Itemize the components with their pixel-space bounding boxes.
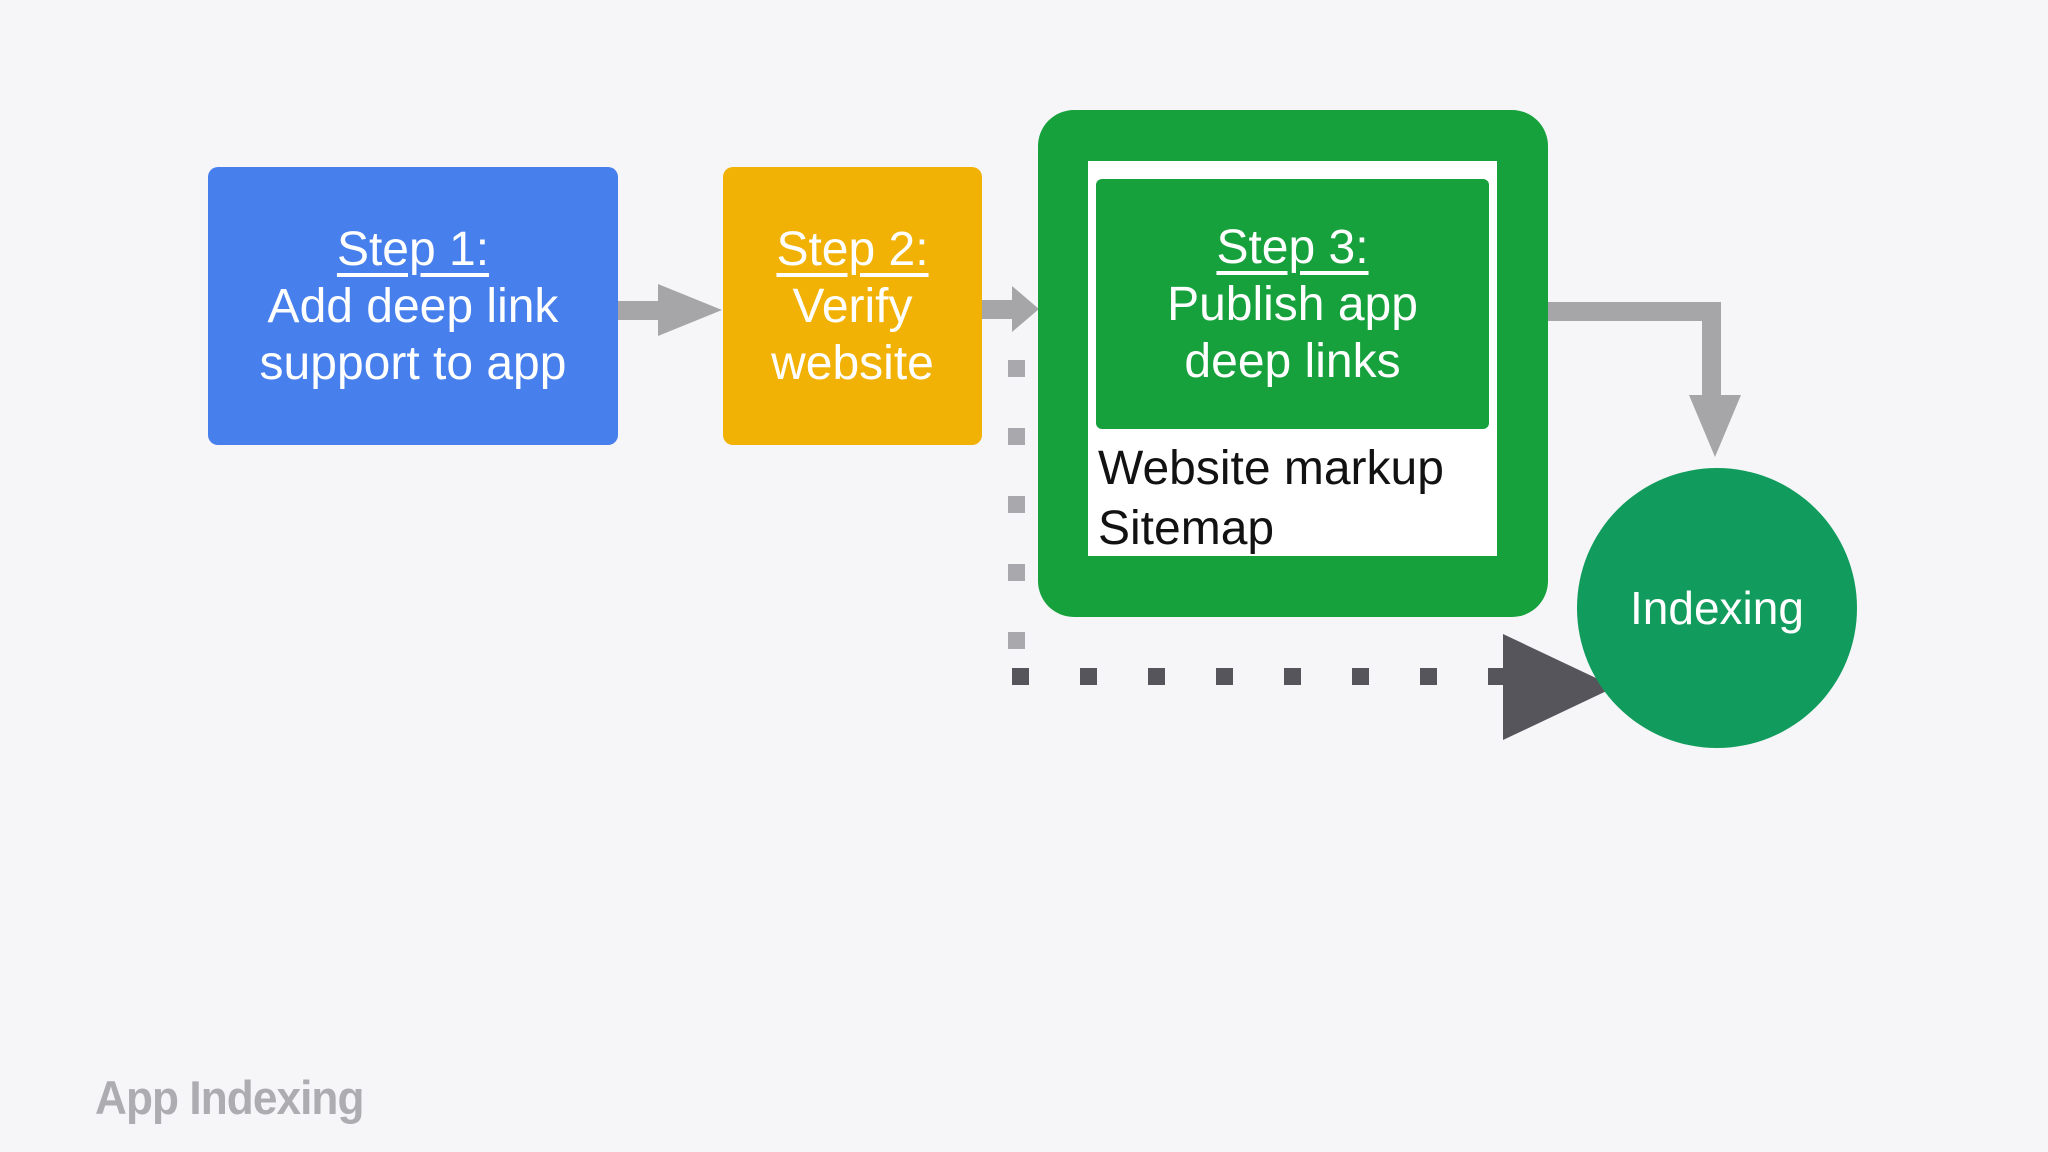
step3-title: Step 3: bbox=[1216, 220, 1369, 274]
arrow-step1-step2-shaft bbox=[618, 301, 660, 320]
step3-title-block: Step 3: Publish app deep links bbox=[1096, 179, 1489, 429]
step2-node: Step 2: Verify website bbox=[723, 167, 982, 445]
arrow-step3-indexing-vertical bbox=[1702, 302, 1721, 396]
step3-line2: deep links bbox=[1184, 334, 1401, 388]
arrow-step2-step3-shaft bbox=[982, 300, 1014, 319]
step2-line2: website bbox=[771, 336, 934, 390]
step1-title: Step 1: bbox=[336, 222, 490, 276]
step3-details: Website markup Sitemap bbox=[1098, 439, 1444, 559]
step3-line1: Publish app bbox=[1167, 277, 1418, 331]
arrow-step3-indexing-horizontal bbox=[1548, 302, 1721, 321]
arrow-step1-step2-head-icon bbox=[658, 284, 722, 336]
caption-label: App Indexing bbox=[95, 1071, 364, 1124]
indexing-node: Indexing bbox=[1577, 468, 1857, 748]
step1-line1: Add deep link bbox=[267, 279, 559, 333]
step2-text: Step 2: Verify website bbox=[771, 221, 934, 392]
arrow-step3-indexing-head-icon bbox=[1689, 395, 1741, 457]
step3-node: Step 3: Publish app deep links Website m… bbox=[1038, 110, 1548, 617]
step1-text: Step 1: Add deep link support to app bbox=[260, 221, 567, 392]
step2-title: Step 2: bbox=[776, 222, 929, 276]
step3-text: Step 3: Publish app deep links bbox=[1167, 219, 1418, 390]
step3-detail-sitemap: Sitemap bbox=[1098, 502, 1275, 555]
step3-panel: Step 3: Publish app deep links Website m… bbox=[1088, 161, 1497, 556]
step1-line2: support to app bbox=[259, 336, 567, 390]
step1-node: Step 1: Add deep link support to app bbox=[208, 167, 618, 445]
indexing-label: Indexing bbox=[1630, 582, 1804, 634]
step2-line1: Verify bbox=[792, 279, 913, 333]
arrow-step2-step3-head-icon bbox=[1012, 286, 1039, 332]
step3-detail-website-markup: Website markup bbox=[1098, 442, 1444, 495]
diagram-caption: App Indexing bbox=[95, 1070, 364, 1125]
dotted-line-horizontal bbox=[1012, 668, 1512, 685]
dotted-line-vertical bbox=[1008, 360, 1025, 652]
